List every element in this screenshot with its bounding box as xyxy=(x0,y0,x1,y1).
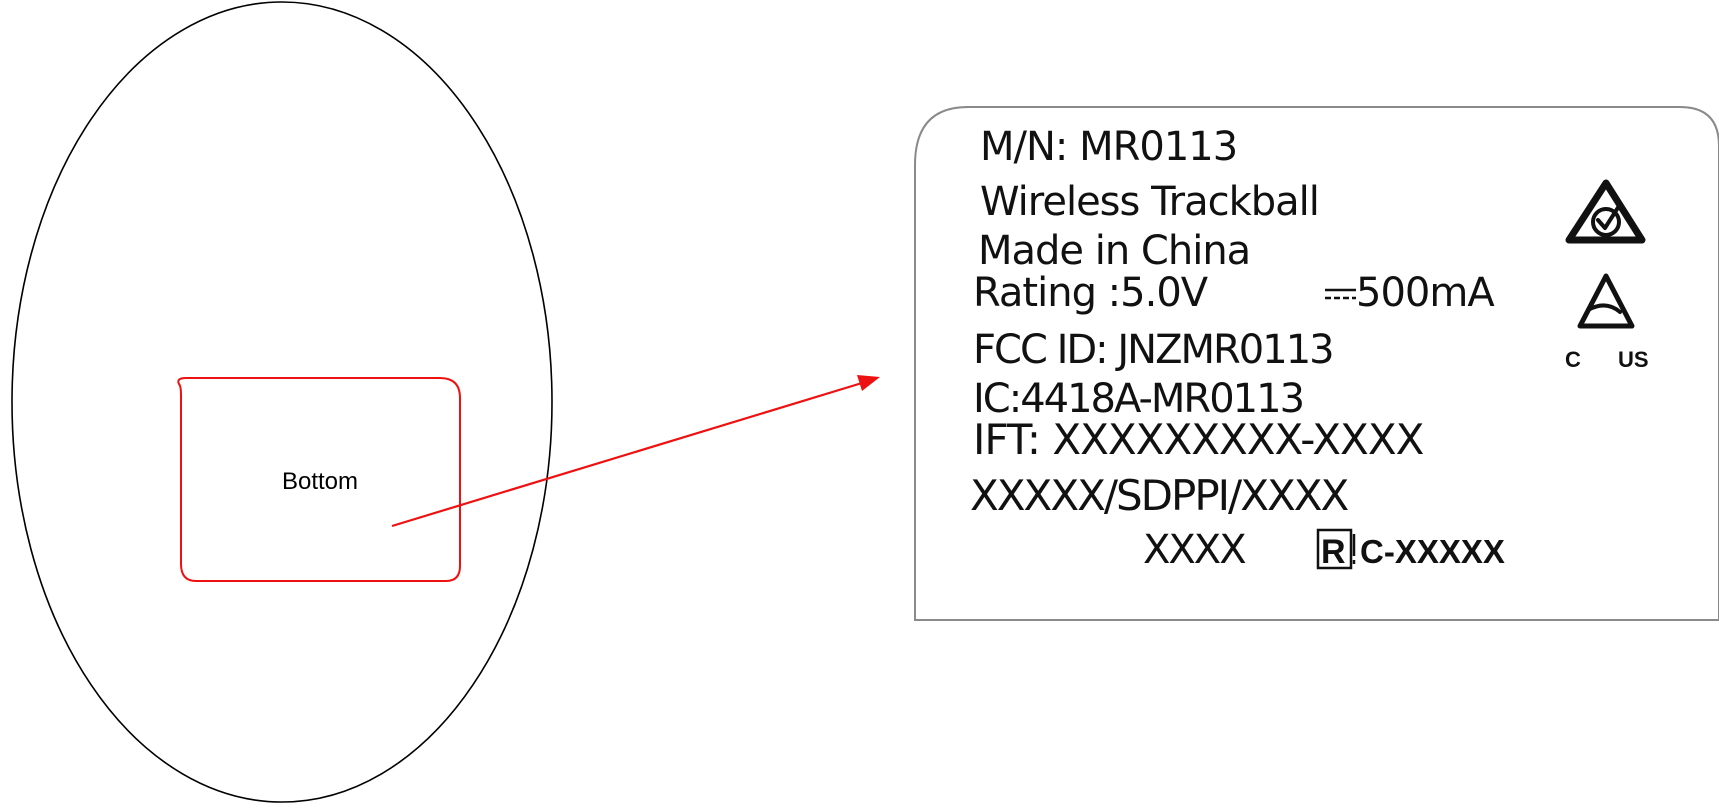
model-number: M/N: MR0113 xyxy=(980,124,1237,170)
callout-arrow xyxy=(391,381,863,528)
rating-current: 500mA xyxy=(1356,270,1495,316)
ul-us-label: US xyxy=(1618,347,1649,372)
dc-symbol-icon xyxy=(1325,288,1356,300)
rcm-compliance-mark-icon xyxy=(1565,179,1646,244)
sdppi-number: XXXXX/SDPPI/XXXX xyxy=(970,471,1349,520)
rc-code: C-XXXXX xyxy=(1360,533,1505,570)
ul-c-label: C xyxy=(1565,347,1581,372)
r-mark-box xyxy=(1316,528,1353,570)
rating: Rating :5.0V xyxy=(973,270,1209,316)
ift-number: IFT: XXXXXXXXX-XXXX xyxy=(973,415,1424,464)
product-label xyxy=(914,106,1719,621)
fcc-id: FCC ID: JNZMR0113 xyxy=(973,327,1333,373)
code-xxxx: XXXX xyxy=(1143,527,1246,573)
r-mark-letter: R xyxy=(1321,533,1346,571)
device-bottom-outline xyxy=(11,1,553,803)
ic-number: IC:4418A-MR0113 xyxy=(973,376,1303,422)
callout-arrow-head xyxy=(857,375,880,391)
product-name: Wireless Trackball xyxy=(980,179,1319,225)
ul-certification-mark-icon: C US xyxy=(1565,273,1649,372)
origin: Made in China xyxy=(978,228,1250,274)
bottom-label: Bottom xyxy=(282,468,358,495)
label-location-marker xyxy=(177,377,461,582)
